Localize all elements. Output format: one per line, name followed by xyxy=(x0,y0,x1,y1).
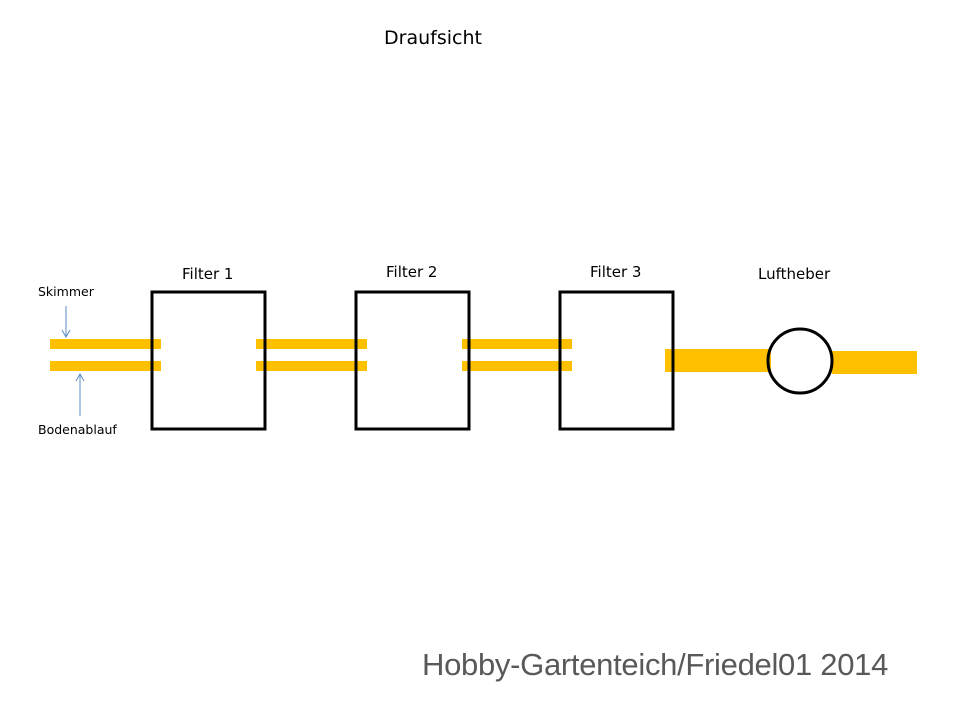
connector-pipe-2-top xyxy=(462,339,572,349)
luftheber-label: Luftheber xyxy=(758,265,831,283)
connector-pipe-1-top xyxy=(256,339,367,349)
watermark-text: Hobby-Gartenteich/Friedel01 2014 xyxy=(422,647,889,682)
filter-1-box xyxy=(150,290,267,431)
connector-pipe-1-bottom xyxy=(256,361,367,371)
filter-2-label: Filter 2 xyxy=(386,263,438,281)
luftheber-circle xyxy=(766,327,834,395)
airlift-inlet-pipe xyxy=(665,349,771,372)
skimmer-arrow-icon xyxy=(61,306,71,339)
filter-1-label: Filter 1 xyxy=(182,265,234,283)
airlift-outlet-pipe xyxy=(832,351,917,374)
skimmer-pipe xyxy=(50,339,161,349)
bodenablauf-arrow-icon xyxy=(75,372,85,416)
bodenablauf-pipe xyxy=(50,361,161,371)
bodenablauf-label: Bodenablauf xyxy=(38,422,117,437)
filter-3-label: Filter 3 xyxy=(590,263,642,281)
filter-2-box xyxy=(354,290,471,431)
diagram-title: Draufsicht xyxy=(384,27,482,49)
filter-3-box xyxy=(558,290,675,431)
skimmer-label: Skimmer xyxy=(38,284,94,299)
connector-pipe-2-bottom xyxy=(462,361,572,371)
